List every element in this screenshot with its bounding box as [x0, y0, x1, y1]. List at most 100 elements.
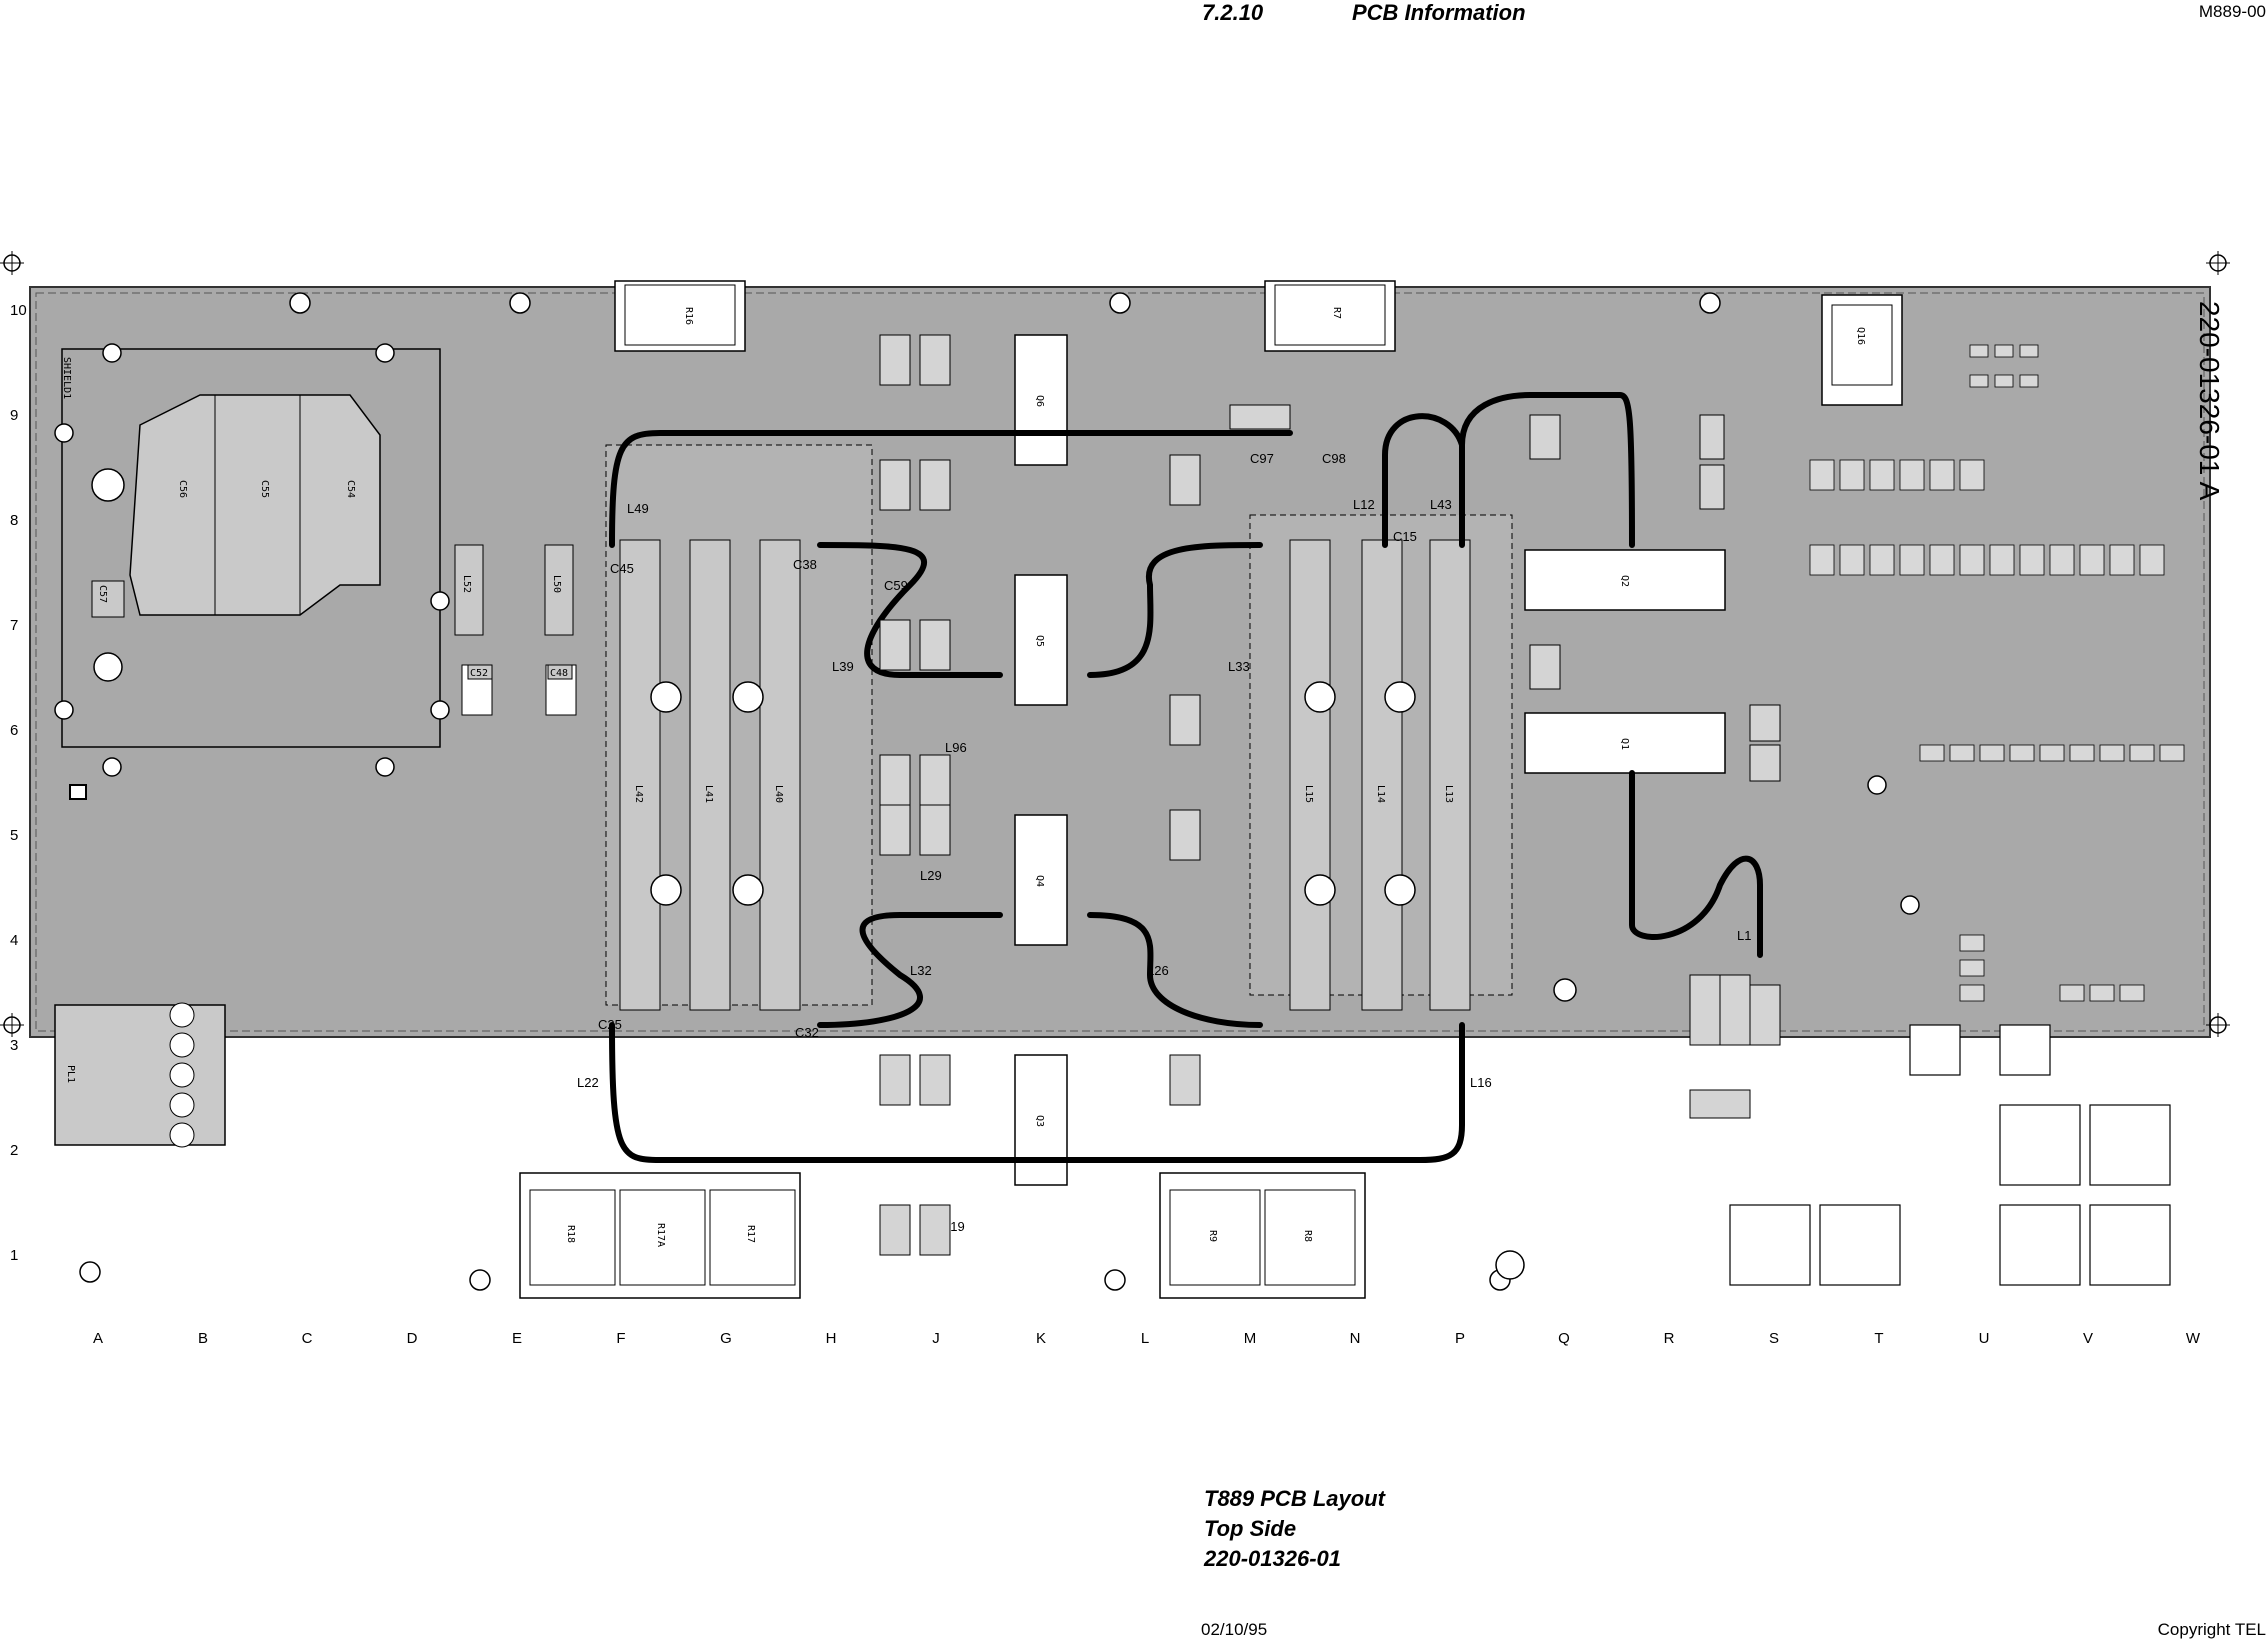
column-label: A — [93, 1330, 103, 1347]
l29-label: L29 — [920, 868, 942, 883]
shield-area — [61, 348, 441, 748]
l42-label: L42 — [633, 785, 644, 803]
shield-label: SHIELD1 — [61, 357, 72, 399]
r7-label: R7 — [1331, 307, 1342, 319]
l1-label: L1 — [1737, 928, 1751, 943]
r18-label: R18 — [565, 1225, 576, 1243]
registration-mark-tr — [2206, 251, 2230, 275]
copyright-notice: Copyright TEL — [2157, 1620, 2266, 1639]
l39-label: L39 — [832, 659, 854, 674]
l49-label: L49 — [627, 501, 649, 516]
row-label: 6 — [10, 722, 18, 739]
column-label: M — [1244, 1330, 1257, 1347]
caption-part-number: 220-01326-01 — [1204, 1546, 1342, 1571]
c55-label: C55 — [259, 480, 270, 498]
r17a-label: R17A — [655, 1223, 666, 1247]
l50-label: L50 — [551, 575, 562, 593]
column-label: B — [198, 1330, 208, 1347]
c48-label: C48 — [550, 668, 568, 679]
row-label: 10 — [10, 302, 27, 319]
caption-title: T889 PCB Layout — [1204, 1486, 1385, 1511]
c45-label: C45 — [610, 561, 634, 576]
column-label: F — [616, 1330, 625, 1347]
r16-label: R16 — [683, 307, 694, 325]
row-label: 7 — [10, 617, 18, 634]
registration-mark-tl — [0, 251, 24, 275]
column-label: Q — [1558, 1330, 1570, 1347]
l16-label: L16 — [1470, 1075, 1492, 1090]
column-label: L — [1141, 1330, 1149, 1347]
section-number: 7.2.10 — [1202, 0, 1264, 25]
row-labels: 10 9 8 7 6 5 4 3 2 1 — [10, 302, 27, 1264]
row-label: 8 — [10, 512, 18, 529]
l12-label: L12 — [1353, 497, 1375, 512]
figure-caption: T889 PCB Layout Top Side 220-01326-01 — [1204, 1484, 1385, 1574]
column-label: N — [1350, 1330, 1361, 1347]
column-label: D — [407, 1330, 418, 1347]
document-code: M889-00 — [2198, 2, 2266, 21]
l15-label: L15 — [1303, 785, 1314, 803]
l40-label: L40 — [773, 785, 784, 803]
c32-label: C32 — [795, 1025, 819, 1040]
column-label: R — [1664, 1330, 1675, 1347]
column-label: H — [826, 1330, 837, 1347]
rf-wire-routing — [609, 392, 1763, 1163]
l32-label: L32 — [910, 963, 932, 978]
column-label: V — [2083, 1330, 2093, 1347]
column-label: J — [932, 1330, 940, 1347]
column-label: K — [1036, 1330, 1046, 1347]
q6-label: Q6 — [1034, 395, 1045, 407]
l33-label: L33 — [1228, 659, 1250, 674]
column-label: T — [1874, 1330, 1883, 1347]
column-labels: A B C D E F G H J K L M N P Q R S T U V … — [93, 1330, 2201, 1347]
row-label: 5 — [10, 827, 18, 844]
column-label: S — [1769, 1330, 1779, 1347]
c57-label: C57 — [97, 585, 108, 603]
c54-label: C54 — [345, 480, 356, 498]
registration-mark-bl — [0, 1013, 24, 1037]
caption-side: Top Side — [1204, 1516, 1297, 1541]
c56-label: C56 — [177, 480, 188, 498]
pl1-label: PL1 — [65, 1065, 76, 1083]
column-label: E — [512, 1330, 522, 1347]
l13-label: L13 — [1443, 785, 1454, 803]
l22-label: L22 — [577, 1075, 599, 1090]
column-label: W — [2186, 1330, 2201, 1347]
drawing-date: 02/10/95 — [1201, 1620, 1268, 1639]
r17-label: R17 — [745, 1225, 756, 1243]
c52-label: C52 — [470, 668, 488, 679]
r8-label: R8 — [1302, 1230, 1313, 1242]
r9-label: R9 — [1207, 1230, 1218, 1242]
row-label: 2 — [10, 1142, 18, 1159]
l14-label: L14 — [1375, 785, 1386, 803]
q2-label: Q2 — [1619, 575, 1630, 587]
c98-label: C98 — [1322, 451, 1346, 466]
q16-label: Q16 — [1855, 327, 1866, 345]
c97-label: C97 — [1250, 451, 1274, 466]
row-label: 1 — [10, 1247, 18, 1264]
column-label: P — [1455, 1330, 1465, 1347]
row-label: 4 — [10, 932, 18, 949]
q5-label: Q5 — [1034, 635, 1045, 647]
q3-label: Q3 — [1034, 1115, 1045, 1127]
c38-label: C38 — [793, 557, 817, 572]
l96-label: L96 — [945, 740, 967, 755]
l41-label: L41 — [703, 785, 714, 803]
q1-label: Q1 — [1619, 738, 1630, 750]
c15-label: C15 — [1393, 529, 1417, 544]
c25-label: C25 — [598, 1017, 622, 1032]
l26-label: L26 — [1147, 963, 1169, 978]
row-label: 9 — [10, 407, 18, 424]
column-label: U — [1979, 1330, 1990, 1347]
pcb-layout-diagram: 10 9 8 7 6 5 4 3 2 1 A B C D E F G H J K… — [0, 251, 2230, 1347]
registration-mark-br — [2206, 1013, 2230, 1037]
c59-label: C59 — [884, 578, 908, 593]
column-label: C — [302, 1330, 313, 1347]
column-label: G — [720, 1330, 732, 1347]
l52-label: L52 — [461, 575, 472, 593]
section-title: PCB Information — [1352, 0, 1526, 25]
q4-label: Q4 — [1034, 875, 1045, 887]
board-outline — [29, 286, 2211, 1038]
board-part-number: 220-01326-01 A — [2194, 301, 2225, 501]
l43-label: L43 — [1430, 497, 1452, 512]
